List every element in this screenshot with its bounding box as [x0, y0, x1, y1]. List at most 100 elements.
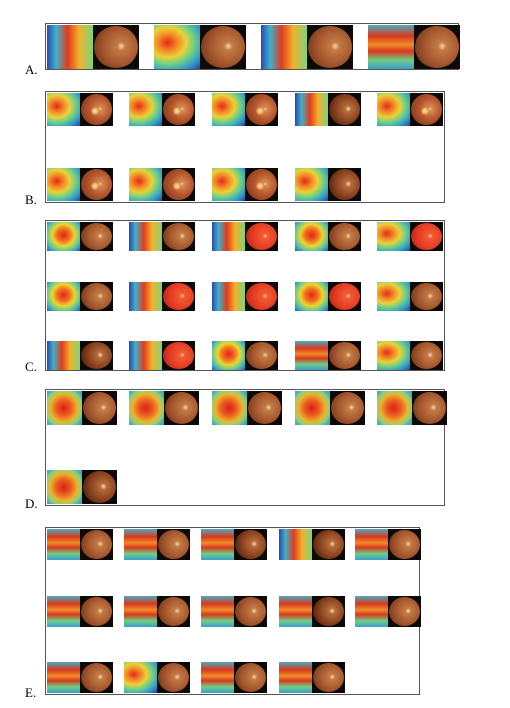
image-pair — [129, 282, 195, 311]
image-pair — [377, 222, 443, 251]
heatmap-image — [129, 341, 162, 370]
image-pair — [279, 662, 345, 693]
image-pair — [377, 282, 443, 311]
image-pair — [212, 391, 282, 425]
heatmap-image — [279, 529, 312, 560]
panel-e — [45, 527, 421, 695]
fundus-image — [162, 282, 195, 311]
heatmap-image — [368, 25, 414, 69]
fundus-image — [307, 25, 353, 69]
fundus-image — [388, 529, 421, 560]
image-pair — [47, 662, 113, 693]
panel-label-d: D. — [25, 496, 38, 511]
fundus-image — [157, 529, 190, 560]
heatmap-image — [377, 391, 412, 425]
fundus-image — [312, 529, 345, 560]
image-pair — [47, 529, 113, 560]
heatmap-image — [261, 25, 307, 69]
image-pair — [124, 529, 190, 560]
panel-label-a: A. — [25, 62, 38, 77]
heatmap-image — [47, 282, 80, 311]
fundus-image — [245, 341, 278, 370]
image-pair — [154, 25, 246, 69]
image-pair — [212, 222, 278, 251]
fundus-image — [245, 93, 278, 126]
fundus-image — [164, 391, 199, 425]
panel-label-b: B. — [25, 192, 37, 207]
fundus-image — [234, 662, 267, 693]
fundus-image — [388, 596, 421, 627]
image-pair — [201, 529, 267, 560]
fundus-image — [157, 662, 190, 693]
image-pair — [47, 282, 113, 311]
heatmap-image — [295, 222, 328, 251]
heatmap-image — [129, 93, 162, 126]
image-pair — [377, 93, 443, 126]
heatmap-image — [124, 662, 157, 693]
image-pair — [129, 391, 199, 425]
fundus-image — [330, 391, 365, 425]
fundus-image — [410, 282, 443, 311]
panel-label-c: C. — [25, 359, 37, 374]
image-pair — [201, 596, 267, 627]
image-pair — [295, 341, 361, 370]
image-pair — [47, 391, 117, 425]
fundus-image — [82, 470, 117, 504]
panel-c — [45, 220, 445, 371]
fundus-image — [312, 662, 345, 693]
heatmap-image — [295, 341, 328, 370]
fundus-image — [80, 341, 113, 370]
fundus-image — [80, 168, 113, 201]
image-pair — [279, 596, 345, 627]
image-pair — [47, 222, 113, 251]
image-pair — [212, 93, 278, 126]
fundus-image — [80, 222, 113, 251]
fundus-image — [80, 662, 113, 693]
heatmap-image — [47, 529, 80, 560]
fundus-image — [247, 391, 282, 425]
fundus-image — [80, 529, 113, 560]
image-pair — [355, 529, 421, 560]
heatmap-image — [212, 282, 245, 311]
image-pair — [212, 341, 278, 370]
fundus-image — [245, 222, 278, 251]
heatmap-image — [212, 222, 245, 251]
image-pair — [129, 341, 195, 370]
heatmap-image — [47, 596, 80, 627]
heatmap-image — [201, 662, 234, 693]
panel-a — [45, 23, 460, 70]
fundus-image — [80, 282, 113, 311]
heatmap-image — [201, 529, 234, 560]
heatmap-image — [47, 168, 80, 201]
heatmap-image — [47, 341, 80, 370]
heatmap-image — [47, 470, 82, 504]
fundus-image — [245, 168, 278, 201]
fundus-image — [80, 93, 113, 126]
fundus-image — [245, 282, 278, 311]
image-pair — [279, 529, 345, 560]
fundus-image — [328, 282, 361, 311]
heatmap-image — [129, 282, 162, 311]
image-pair — [124, 662, 190, 693]
fundus-image — [234, 596, 267, 627]
heatmap-image — [279, 596, 312, 627]
image-pair — [212, 168, 278, 201]
heatmap-image — [295, 282, 328, 311]
fundus-image — [412, 391, 447, 425]
fundus-image — [328, 168, 361, 201]
image-pair — [295, 168, 361, 201]
image-pair — [129, 168, 195, 201]
fundus-image — [414, 25, 460, 69]
fundus-image — [162, 222, 195, 251]
fundus-image — [157, 596, 190, 627]
image-pair — [47, 168, 113, 201]
heatmap-image — [212, 93, 245, 126]
heatmap-image — [129, 222, 162, 251]
fundus-image — [410, 93, 443, 126]
image-pair — [295, 391, 365, 425]
heatmap-image — [212, 168, 245, 201]
fundus-image — [93, 25, 139, 69]
panel-label-e: E. — [25, 685, 37, 700]
heatmap-image — [377, 93, 410, 126]
fundus-image — [200, 25, 246, 69]
